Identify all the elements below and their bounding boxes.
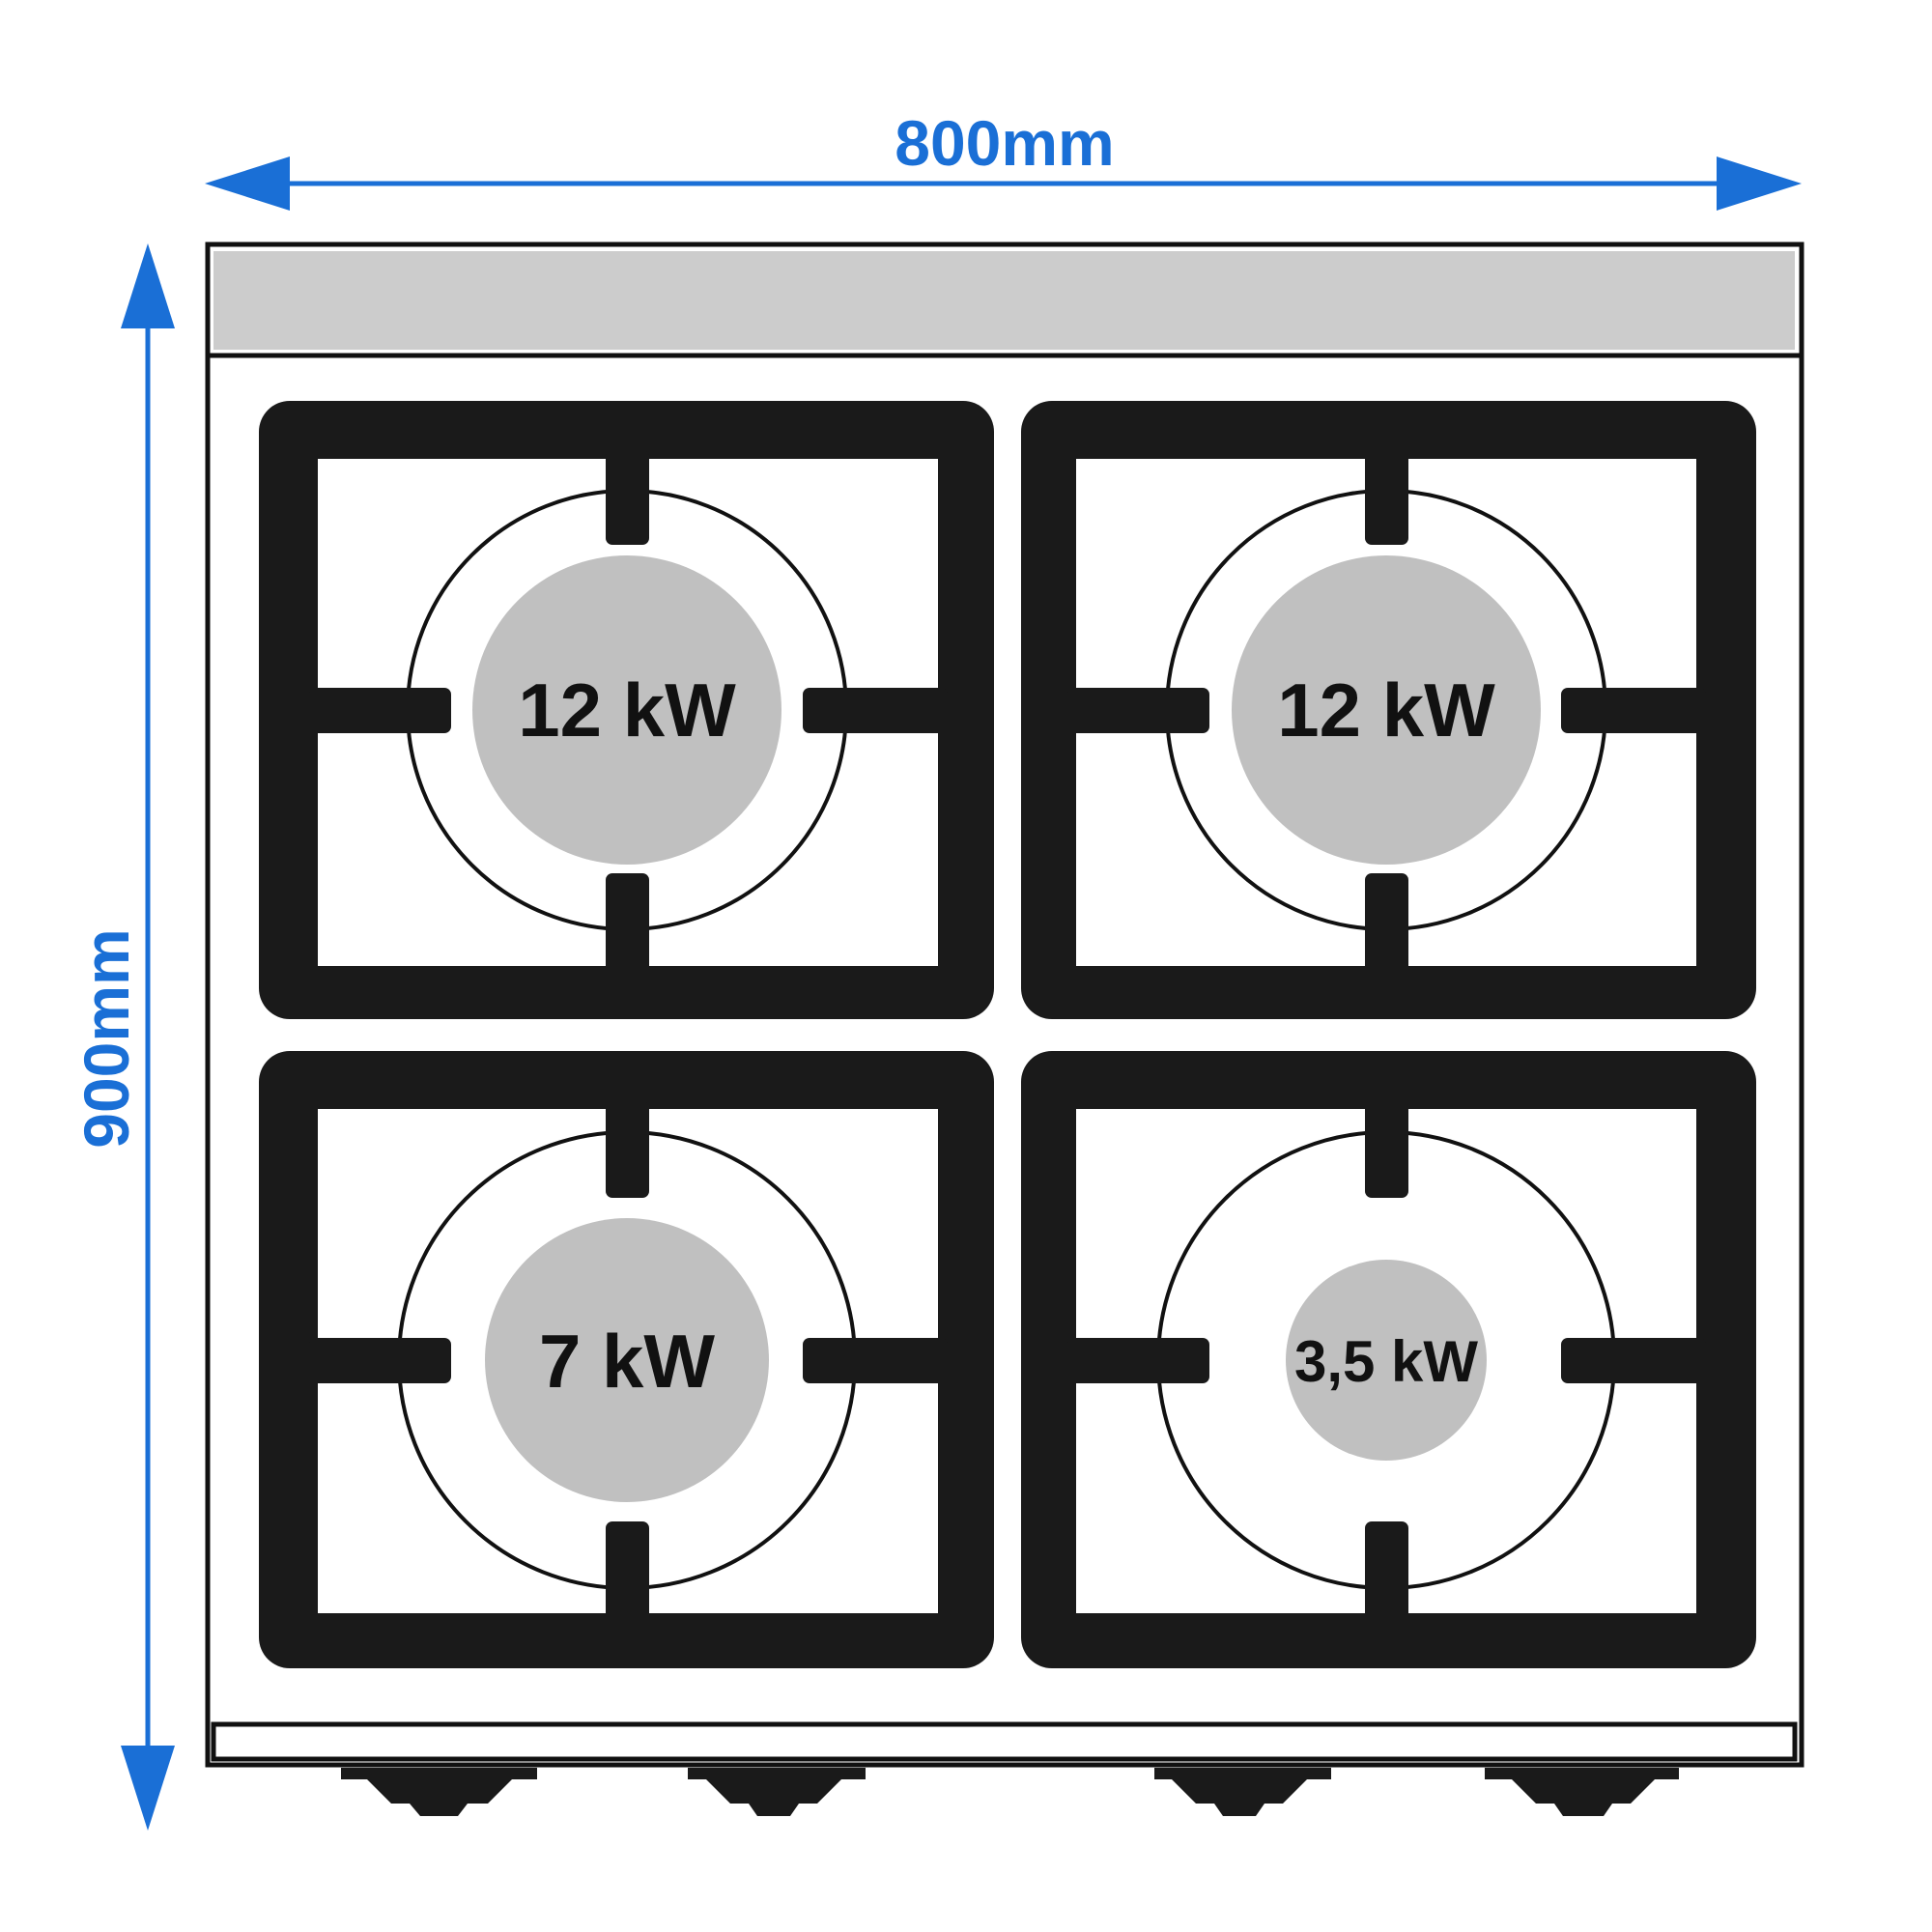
grate-arm-left	[309, 688, 451, 733]
grate-arm-bottom	[606, 873, 649, 974]
burner-top-right: 12 kW	[1021, 401, 1756, 1019]
grate-arm-left	[1067, 1338, 1209, 1383]
width-arrow-right	[1717, 156, 1802, 211]
height-dimension: 900mm	[71, 243, 175, 1831]
burner-cap	[472, 555, 781, 865]
burner-top-left: 12 kW	[259, 401, 994, 1019]
grate-arm-bottom	[606, 1521, 649, 1622]
grate-arm-top	[1365, 1101, 1408, 1198]
grate-arm-right	[1561, 688, 1706, 733]
grate-arm-right	[803, 688, 948, 733]
grate-arm-left	[309, 1338, 451, 1383]
grate-arm-top	[606, 450, 649, 545]
burner-cap	[485, 1218, 769, 1502]
burner-power-label: 12 kW	[1277, 668, 1495, 753]
burner-cap	[1232, 555, 1541, 865]
burner-cap	[1286, 1260, 1487, 1461]
width-dimension-label: 800mm	[895, 107, 1115, 179]
grate-arm-top	[606, 1101, 649, 1198]
burner-power-label: 3,5 kW	[1294, 1329, 1478, 1394]
burner-power-label: 7 kW	[539, 1319, 715, 1404]
front-rail	[211, 1721, 1798, 1762]
grate-arm-left	[1067, 688, 1209, 733]
control-knobs	[341, 1768, 1679, 1816]
burner-bottom-left: 7 kW	[259, 1051, 994, 1668]
grate-arm-top	[1365, 450, 1408, 545]
height-dimension-label: 900mm	[71, 928, 142, 1149]
height-arrow-top	[121, 243, 175, 328]
control-knob[interactable]	[1154, 1768, 1331, 1816]
control-knob[interactable]	[341, 1768, 537, 1816]
grate-arm-right	[1561, 1338, 1706, 1383]
burner-power-label: 12 kW	[518, 668, 736, 753]
width-arrow-left	[205, 156, 290, 211]
grate-arm-bottom	[1365, 873, 1408, 974]
control-knob[interactable]	[688, 1768, 866, 1816]
grate-arm-bottom	[1365, 1521, 1408, 1622]
burner-bottom-right: 3,5 kW	[1021, 1051, 1756, 1668]
back-panel	[213, 251, 1795, 350]
height-arrow-bottom	[121, 1746, 175, 1831]
control-knob[interactable]	[1485, 1768, 1679, 1816]
grate-arm-right	[803, 1338, 948, 1383]
width-dimension: 800mm	[205, 107, 1802, 211]
